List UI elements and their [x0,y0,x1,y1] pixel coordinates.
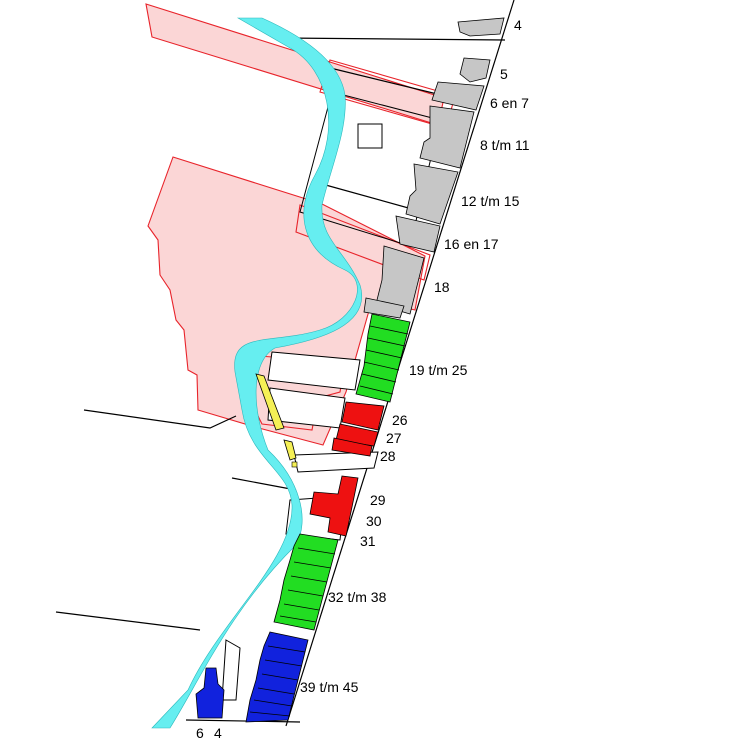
label-8-tm-11: 8 t/m 11 [480,137,530,153]
houses-19-25 [355,313,411,403]
building-4 [457,17,505,37]
lot-line-north [281,37,506,41]
label-12-tm-15: 12 t/m 15 [461,193,520,209]
red-block-26 [341,401,385,431]
west-line-3 [55,611,201,631]
buildings-12-15 [405,163,459,225]
label-26: 26 [392,412,408,428]
houses-6-4-south [195,667,225,719]
blue-divisions-39-45 [249,645,306,717]
label-32-tm-38: 32 t/m 38 [328,589,387,605]
label-27: 27 [386,430,402,446]
west-line-2 [231,477,297,491]
green-block-32-38 [273,533,339,631]
yellow-strip [255,373,285,431]
label-6-en-7: 6 en 7 [490,95,529,111]
yellow-features [255,373,298,468]
parcel-south [221,639,241,701]
existing-buildings [363,17,505,319]
west-access-line [83,409,237,429]
buildings-16-17 [395,215,441,253]
label-6-south: 6 [196,725,204,741]
houses-26-28 [331,401,385,457]
green-divisions-32-38 [279,547,336,623]
red-block-28 [331,437,373,457]
label-39-tm-45: 39 t/m 45 [300,679,359,695]
river [151,17,363,729]
label-30: 30 [366,513,382,529]
houses-32-38 [273,533,339,631]
label-28: 28 [380,448,396,464]
green-block-19-25 [355,313,411,403]
houses-29-31 [309,475,359,537]
yellow-dot [291,461,298,468]
label-4-south: 4 [214,725,222,741]
south-line [185,719,301,723]
houses-39-45 [245,631,309,723]
green-divisions-19-25 [359,325,409,395]
label-19-tm-25: 19 t/m 25 [409,362,468,378]
label-18: 18 [434,279,450,295]
building-6-7 [431,81,485,111]
label-16-en-17: 16 en 17 [444,236,499,252]
blue-block-39-45 [245,631,309,723]
yellow-small [283,439,297,461]
parcel-19-strip [267,351,361,391]
house-number-labels: 4 5 6 en 7 8 t/m 11 12 t/m 15 16 en 17 1… [196,17,530,741]
building-5 [459,57,491,83]
zone-north [145,3,445,126]
label-5: 5 [500,66,508,82]
label-29: 29 [370,492,386,508]
square-building [357,123,383,149]
buildings-8-11 [419,105,475,169]
label-4: 4 [514,17,522,33]
label-31: 31 [360,533,376,549]
building-18b [363,297,405,319]
